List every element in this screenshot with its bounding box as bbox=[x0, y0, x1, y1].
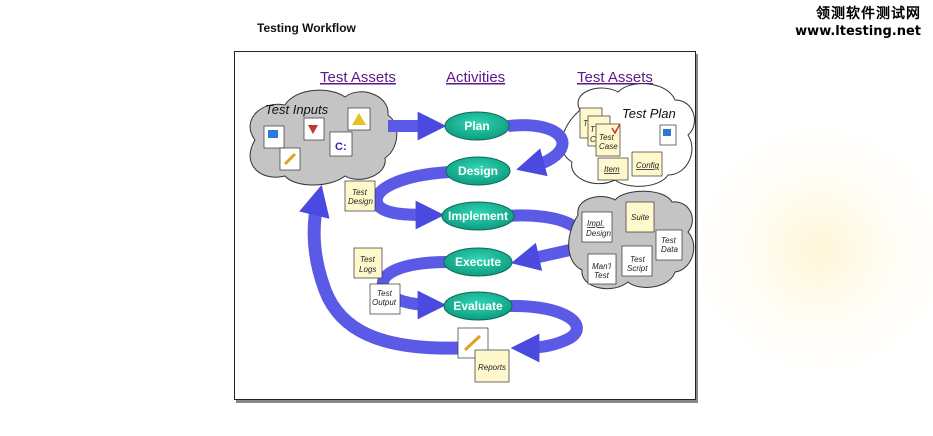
doc-plan-1-label: T bbox=[583, 119, 589, 128]
doc-test-output: Test Output bbox=[369, 283, 401, 315]
activity-evaluate-label: Evaluate bbox=[453, 299, 503, 313]
doc-config bbox=[631, 151, 663, 177]
cloud-title-test-inputs: Test Inputs bbox=[265, 102, 329, 117]
activity-evaluate: Evaluate bbox=[443, 291, 513, 321]
activity-implement: Implement bbox=[441, 201, 515, 231]
cloud-implementation: Impl. Design Suite Test Data Test Script… bbox=[568, 190, 695, 290]
warning-icon bbox=[352, 113, 366, 125]
cloud-title-test-plan: Test Plan bbox=[622, 106, 676, 121]
page-title: Testing Workflow bbox=[257, 21, 356, 35]
doc-test-design-label-1: Test bbox=[352, 188, 368, 197]
doc-test-data bbox=[655, 229, 683, 261]
return-arrow bbox=[299, 184, 459, 355]
doc-reports-label: Reports bbox=[478, 363, 506, 372]
doc-test-logs-label-1: Test bbox=[360, 255, 376, 264]
doc-manual-test bbox=[587, 253, 617, 285]
header-activities: Activities bbox=[446, 69, 505, 86]
background-glow bbox=[690, 120, 933, 380]
c-drive-icon: C: bbox=[335, 141, 347, 153]
doc-item-label: Item bbox=[604, 165, 620, 174]
report-pencil-icon bbox=[463, 334, 482, 352]
doc-test-output-label-2: Output bbox=[372, 298, 397, 307]
doc-plan-2-label-c: C bbox=[590, 135, 596, 144]
doc-test-script bbox=[621, 245, 653, 277]
doc-suite bbox=[625, 201, 655, 233]
arrow-plan-to-design bbox=[507, 119, 569, 177]
doc-test-script-label-2: Script bbox=[627, 264, 648, 273]
doc-test-case-label-1: Test bbox=[599, 133, 615, 142]
doc-impl-design-label-1: Impl. bbox=[587, 219, 604, 228]
activity-plan: Plan bbox=[444, 111, 510, 141]
header-test-assets-right: Test Assets bbox=[577, 69, 653, 86]
diamond-icon bbox=[308, 125, 318, 134]
doc-item bbox=[597, 157, 629, 181]
watermark-name: 领测软件测试网 bbox=[816, 6, 921, 22]
doc-plan-2-label: T bbox=[590, 125, 596, 134]
doc-test-data-label-1: Test bbox=[661, 236, 677, 245]
doc-test-script-label-1: Test bbox=[630, 255, 646, 264]
doc-test-logs-label-2: Logs bbox=[359, 265, 376, 274]
check-icon bbox=[611, 123, 621, 135]
arrow-design-to-implement bbox=[370, 166, 451, 230]
activity-design: Design bbox=[445, 156, 511, 186]
doc-reports bbox=[474, 349, 510, 383]
spreadsheet-icon bbox=[268, 130, 278, 138]
window-icon bbox=[663, 129, 671, 136]
cloud-test-inputs: Test Inputs C: bbox=[249, 89, 398, 186]
doc-test-case bbox=[595, 123, 621, 157]
doc-test-logs: Test Logs bbox=[353, 247, 383, 279]
activity-execute-label: Execute bbox=[455, 255, 501, 269]
doc-test-design-label-2: Design bbox=[348, 197, 373, 206]
activity-execute: Execute bbox=[443, 247, 513, 277]
watermark-url: www.ltesting.net bbox=[795, 24, 921, 39]
doc-manual-test-label-1: Man'l bbox=[592, 262, 611, 271]
doc-reports-group: Reports bbox=[457, 327, 510, 383]
doc-test-design: Test Design bbox=[344, 180, 376, 212]
activity-implement-label: Implement bbox=[448, 209, 508, 223]
doc-test-case-label-2: Case bbox=[599, 142, 618, 151]
doc-icon-c bbox=[329, 131, 353, 157]
doc-impl-design bbox=[581, 211, 613, 243]
activity-design-label: Design bbox=[458, 164, 498, 178]
doc-manual-test-label-2: Test bbox=[594, 271, 610, 280]
watermark: 领测软件测试网 www.ltesting.net bbox=[795, 6, 921, 40]
doc-impl-design-label-2: Design bbox=[586, 229, 611, 238]
arrow-evaluate-to-reports bbox=[509, 299, 583, 363]
doc-test-data-label-2: Data bbox=[661, 245, 678, 254]
pencil-icon bbox=[283, 152, 297, 166]
cloud-test-plan: Test Plan T T C Test Case Item Config bbox=[561, 83, 695, 187]
doc-config-label: Config bbox=[636, 161, 660, 170]
header-test-assets-left: Test Assets bbox=[320, 69, 396, 86]
activity-plan-label: Plan bbox=[464, 119, 489, 133]
doc-test-output-label-1: Test bbox=[377, 289, 393, 298]
doc-suite-label: Suite bbox=[631, 213, 650, 222]
